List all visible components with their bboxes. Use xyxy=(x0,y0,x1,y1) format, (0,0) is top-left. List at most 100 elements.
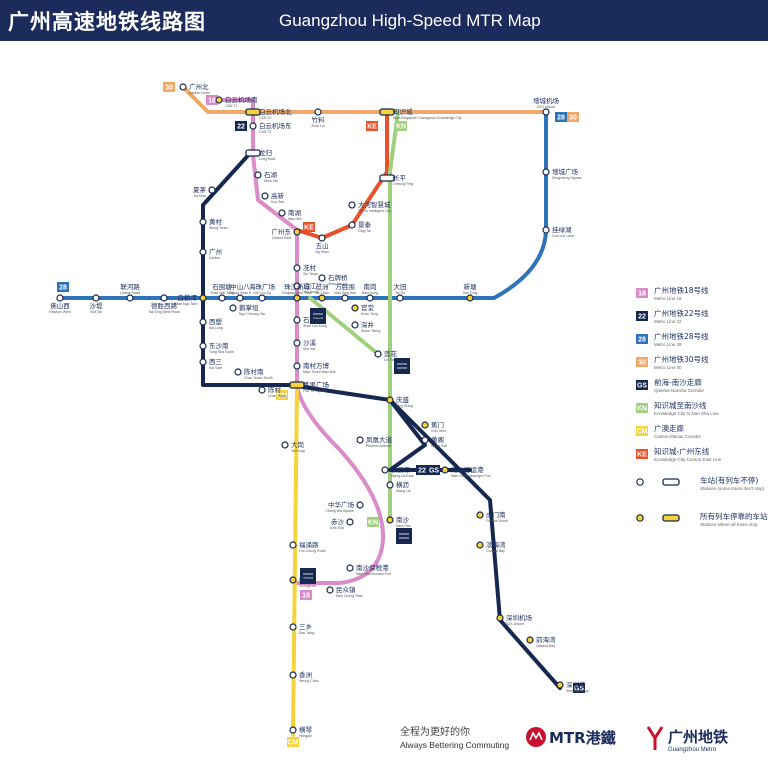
station-name-en: Sin Tsuen xyxy=(303,272,318,276)
station-dot-marker xyxy=(199,218,207,226)
station-dot-marker xyxy=(386,516,394,524)
station-name-en: Nam Sha Bonded Port xyxy=(356,572,391,576)
station-dot-marker xyxy=(289,576,297,584)
station-dot-marker xyxy=(346,518,354,526)
station-name-cn: 陈村南 xyxy=(244,367,264,376)
station-dot-marker xyxy=(496,614,504,622)
station-dot-marker xyxy=(126,294,134,302)
legend-label-en: Knowledge City-Canton East Line xyxy=(654,457,722,462)
legend-badge xyxy=(636,334,648,344)
svg-text:KN: KN xyxy=(368,520,378,527)
station-dot-marker xyxy=(229,304,237,312)
station-name-cn: 黄村 xyxy=(209,217,223,226)
station-name-cn: 香洲 xyxy=(299,670,312,679)
station-dot-marker xyxy=(236,294,244,302)
station-name-cn: 大田 xyxy=(394,282,407,291)
station-name-cn: 龙归 xyxy=(259,148,272,157)
station-name-cn: 石湖 xyxy=(264,170,278,179)
legend-symbol-label-cn: 所有列车停靠的车站 xyxy=(700,511,768,521)
line-28-badge-west: 28 xyxy=(57,282,69,292)
station-name-cn: 海珠广场 xyxy=(249,282,276,291)
legend-label-en: Metro Line 28 xyxy=(654,342,682,347)
legend-badge-label: 30 xyxy=(638,360,646,367)
station-name-cn: 南岗 xyxy=(364,282,377,291)
station-dot-marker xyxy=(234,368,242,376)
